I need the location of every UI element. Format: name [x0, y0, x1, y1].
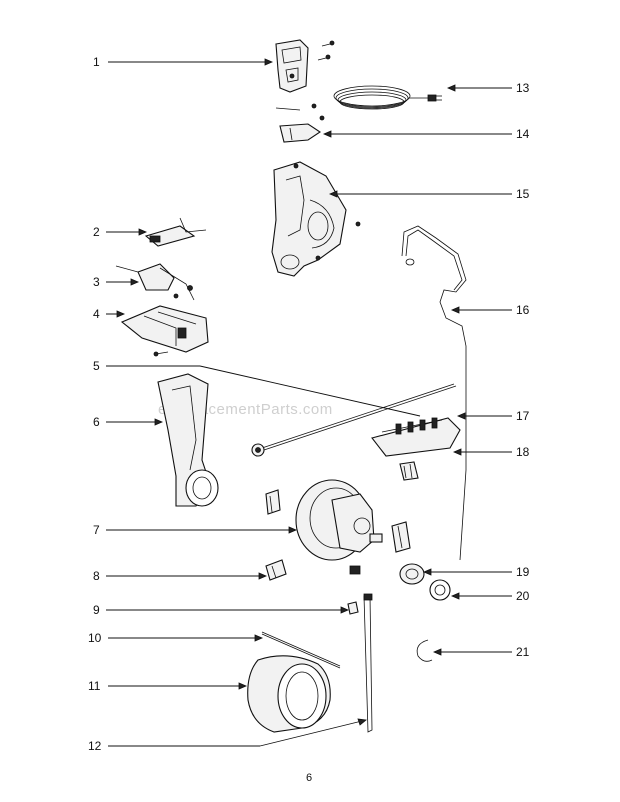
callout-9: 9 — [93, 603, 100, 617]
callout-12: 12 — [88, 739, 102, 753]
callout-19: 19 — [516, 565, 530, 579]
part-5-cord — [251, 383, 457, 457]
part-1-switch-housing — [275, 39, 335, 93]
part-16-spring-wire — [401, 225, 467, 561]
part-11-sleeve — [247, 655, 331, 733]
part-18-clip — [399, 461, 419, 481]
callout-4: 4 — [93, 307, 100, 321]
leader-lines — [106, 58, 512, 747]
part-21-retaining-ring — [416, 639, 433, 662]
callout-15: 15 — [516, 187, 530, 201]
part-17-nozzle — [371, 417, 461, 457]
callout-labels: 1 2 3 4 5 6 7 8 9 10 11 12 13 14 15 16 1… — [88, 55, 530, 753]
part-2-terminal-bracket — [144, 217, 207, 247]
callout-1: 1 — [93, 55, 100, 69]
page-number: 6 — [306, 772, 312, 784]
part-6-rear-bracket — [157, 373, 219, 507]
part-20-washer — [429, 579, 451, 601]
callout-21: 21 — [516, 645, 530, 659]
callout-6: 6 — [93, 415, 100, 429]
callout-14: 14 — [516, 127, 530, 141]
callout-8: 8 — [93, 569, 100, 583]
part-13-power-cord — [275, 85, 442, 111]
callout-2: 2 — [93, 225, 100, 239]
callout-17: 17 — [516, 409, 530, 423]
part-3-switch-assembly — [115, 263, 195, 301]
part-14-strain-relief — [279, 115, 325, 143]
part-4-switch-bracket — [120, 305, 209, 357]
part-15-handle-base — [271, 161, 361, 277]
part-10-rod — [261, 631, 341, 669]
part-8-brush-holder — [265, 559, 287, 581]
callout-20: 20 — [516, 589, 530, 603]
callout-10: 10 — [88, 631, 102, 645]
callout-5: 5 — [93, 359, 100, 373]
callout-3: 3 — [93, 275, 100, 289]
part-7-motor — [265, 479, 411, 575]
callout-11: 11 — [88, 679, 101, 693]
callout-18: 18 — [516, 445, 530, 459]
callout-16: 16 — [516, 303, 530, 317]
callout-13: 13 — [516, 81, 530, 95]
callout-7: 7 — [93, 523, 100, 537]
part-19-bearing — [399, 563, 425, 585]
part-9-wire-nut — [347, 601, 359, 615]
part-12-cable-tie — [363, 593, 373, 733]
